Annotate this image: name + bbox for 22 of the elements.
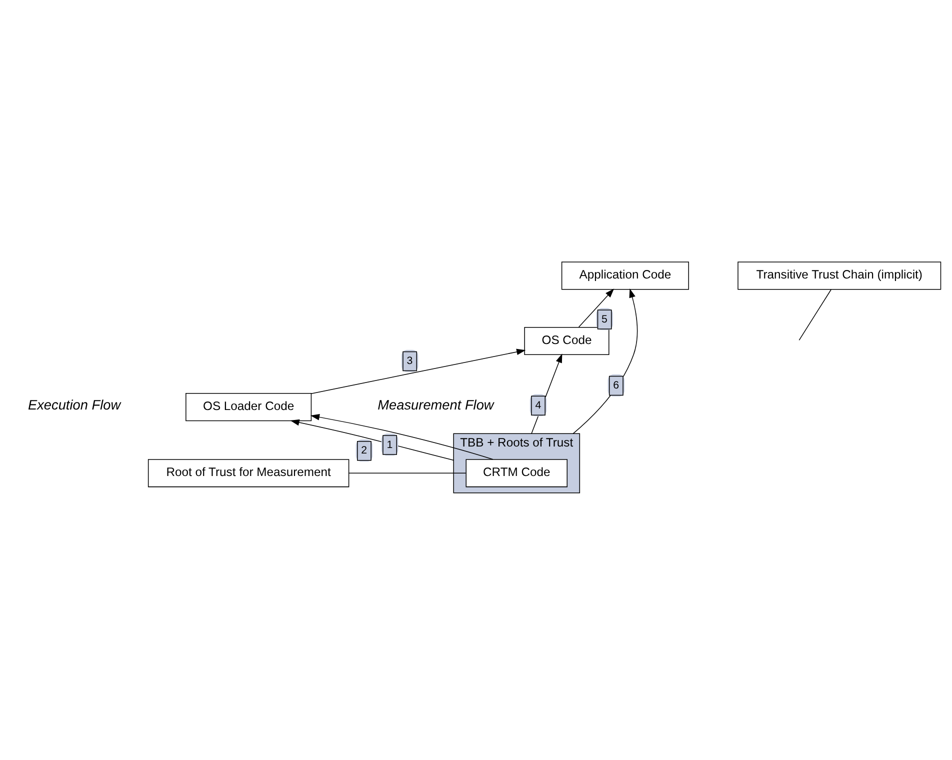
arrow (572, 288, 638, 434)
edge-label: 2 (361, 444, 368, 456)
label: Measurement Flow (378, 397, 494, 412)
connector (798, 288, 832, 340)
edge-label: 4 (535, 398, 542, 411)
edge-label: 1 (386, 438, 393, 450)
arrow (311, 348, 526, 394)
node-box: CRTM Code (466, 458, 568, 487)
label: Execution Flow (28, 397, 121, 412)
arrow (531, 353, 562, 434)
arrow (310, 413, 494, 460)
node-box: OS Loader Code (186, 392, 312, 421)
arrow (290, 418, 454, 460)
arrow (578, 288, 614, 327)
node-box: Application Code (561, 261, 689, 290)
edge-label: 5 (602, 312, 608, 325)
node-box: OS Code (524, 326, 610, 355)
connector (348, 472, 466, 474)
edge-label: 6 (613, 379, 620, 392)
node-box: Transitive Trust Chain (implicit) (738, 261, 942, 290)
edge-label: 3 (406, 354, 413, 367)
node-box: Root of Trust for Measurement (148, 458, 350, 487)
